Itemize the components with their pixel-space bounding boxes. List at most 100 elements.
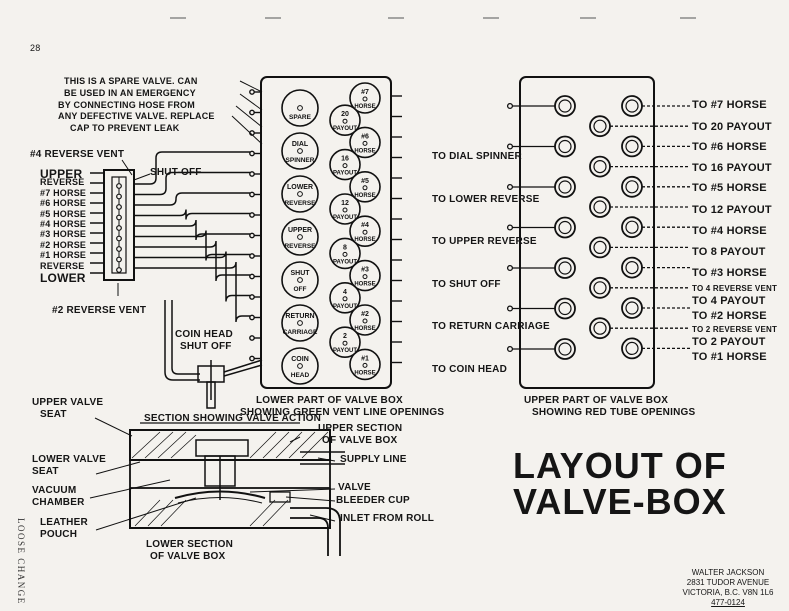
- lower-valve-box: [260, 76, 392, 389]
- lower-destination-5: TO COIN HEAD: [432, 363, 507, 375]
- lower-valve-right-hole-2: [362, 140, 368, 146]
- lower-left-port-13: [249, 355, 255, 362]
- shutoff-label-4: #5 HORSE: [40, 208, 87, 219]
- upper-destination-0: TO #7 HORSE: [692, 99, 767, 111]
- lower-valve-right-hole-6: [362, 229, 368, 235]
- lower-valve-right-4: [349, 171, 381, 203]
- lower-box-caption-line1: LOWER PART OF VALVE BOX: [256, 395, 403, 406]
- upper-section-line1: UPPER SECTION: [318, 423, 403, 434]
- upper-opening-left-inner-4: [558, 261, 572, 275]
- reverse-vent-4-label: #4 REVERSE VENT: [30, 149, 125, 160]
- supply-line-label: SUPPLY LINE: [340, 454, 407, 465]
- upper-destination-3: TO 16 PAYOUT: [692, 162, 772, 174]
- lower-valve-right-top-7: 8: [343, 244, 347, 251]
- shutoff-hose-6: [134, 240, 250, 282]
- lower-valve-left-bottom-3: REVERSE: [284, 243, 316, 250]
- upper-opening-left-1: [554, 135, 576, 158]
- lower-valve-right-bottom-7: PAYOUT: [333, 259, 357, 265]
- lower-valve-right-bottom-2: HORSE: [354, 148, 375, 154]
- upper-left-port-0: [506, 102, 514, 110]
- lower-valve-right-bottom-1: PAYOUT: [333, 126, 357, 132]
- shutoff-label-10: LOWER: [40, 271, 86, 285]
- shutoff-label-5: #4 HORSE: [40, 219, 87, 229]
- lower-valve-right-top-1: 20: [341, 111, 349, 118]
- upper-valve-openings: [554, 95, 643, 360]
- upper-left-port-2: [506, 183, 514, 191]
- shutoff-hose-4: [134, 219, 250, 241]
- upper-opening-left-inner-0: [558, 99, 572, 113]
- lower-valve-left-6: [281, 347, 319, 385]
- lower-valve-right-bottom-6: HORSE: [354, 237, 375, 243]
- upper-box-caption-line1: UPPER PART OF VALVE BOX: [524, 395, 669, 406]
- upper-destination-5: TO 12 PAYOUT: [692, 204, 772, 216]
- lower-box-caption-line2: SHOWING GREEN VENT LINE OPENINGS: [240, 407, 445, 418]
- lower-left-port-12: [249, 335, 255, 341]
- upper-destination-10: TO 4 PAYOUT: [692, 295, 766, 307]
- shutoff-hose-5: [134, 230, 250, 261]
- spare-valve-note-line3: BY CONNECTING HOSE FROM: [58, 100, 195, 110]
- lower-valve-left-hole-6: [297, 363, 303, 369]
- shutoff-hose-2: [134, 192, 250, 206]
- upper-opening-right-inner-4: [625, 180, 639, 194]
- shutoff-hose-3: [134, 209, 250, 220]
- lower-section-line1: LOWER SECTION: [146, 539, 234, 550]
- lower-valve-left-top-3: UPPER: [288, 227, 312, 234]
- upper-destination-11: TO #2 HORSE: [692, 310, 767, 322]
- lower-valve-left-hole-4: [297, 277, 303, 283]
- lower-valve-left-top-1: DIAL: [292, 141, 309, 148]
- upper-valve-seat-line1: UPPER VALVE: [32, 397, 104, 408]
- title-line2: VALVE-BOX: [513, 481, 727, 522]
- shutoff-port-6: [116, 246, 122, 252]
- upper-pipe-stubs: [506, 102, 690, 353]
- upper-opening-left-4: [554, 257, 576, 279]
- upper-opening-right-inner-5: [593, 200, 607, 214]
- upper-opening-right-0: [621, 95, 643, 117]
- lower-valve-left-3: [281, 218, 319, 256]
- spare-valve-note-line2: BE USED IN AN EMERGENCY: [64, 88, 196, 98]
- lower-valve-right-6: [349, 215, 381, 247]
- address-line4: 477-0124: [711, 598, 745, 607]
- upper-opening-right-1: [589, 115, 611, 138]
- section-heading: SECTION SHOWING VALVE ACTION: [144, 413, 322, 424]
- lower-valve-right-9: [329, 281, 361, 314]
- lower-valve-right-top-12: #1: [361, 355, 369, 362]
- coin-head-shutoff-line1: COIN HEAD: [175, 329, 233, 340]
- upper-opening-right-inner-10: [625, 301, 639, 315]
- lower-valve-seat-line1: LOWER VALVE: [32, 454, 107, 465]
- lower-left-port-10: [249, 294, 255, 300]
- lower-left-port-7: [249, 232, 255, 239]
- upper-opening-right-inner-6: [625, 220, 639, 234]
- lower-valve-right-hole-8: [362, 274, 368, 280]
- lower-valve-right-bottom-8: HORSE: [354, 282, 375, 288]
- leather-pouch-line2: POUCH: [40, 529, 78, 540]
- lower-valve-right-top-0: #7: [361, 89, 369, 96]
- shutoff-port-3: [116, 214, 122, 221]
- upper-left-port-3: [506, 224, 514, 231]
- upper-opening-right-inner-7: [593, 240, 607, 254]
- upper-left-port-4: [506, 264, 514, 272]
- upper-destination-12: TO 2 REVERSE VENT: [692, 325, 778, 334]
- upper-destination-9: TO 4 REVERSE VENT: [692, 284, 778, 293]
- upper-opening-right-3: [589, 155, 611, 178]
- upper-destination-4: TO #5 HORSE: [692, 182, 767, 194]
- lower-valve-right-2: [349, 126, 381, 159]
- page-number: 28: [30, 43, 41, 53]
- lower-valve-left-top-4: SHUT: [290, 270, 310, 277]
- lower-valve-right-7: [329, 237, 361, 270]
- valve-label: VALVE: [338, 482, 371, 493]
- upper-opening-left-0: [554, 95, 576, 117]
- shutoff-block: [103, 169, 135, 281]
- lower-valve-right-bottom-5: PAYOUT: [333, 215, 357, 221]
- lower-valve-left-hole-2: [297, 191, 303, 197]
- shutoff-label: SHUT-OFF: [150, 167, 202, 178]
- shutoff-hose-7: [134, 251, 250, 302]
- lower-valve-right-hole-9: [342, 296, 348, 302]
- shutoff-label-7: #2 HORSE: [40, 239, 87, 250]
- lower-valve-right-top-10: #2: [361, 311, 369, 318]
- upper-opening-right-inner-12: [625, 341, 639, 355]
- lower-valve-left-0: [281, 89, 319, 127]
- spare-valve-note-line1: THIS IS A SPARE VALVE. CAN: [64, 76, 198, 86]
- lower-valve-right-11: [329, 326, 361, 359]
- lower-left-port-6: [249, 212, 255, 218]
- upper-opening-right-inner-9: [593, 281, 607, 295]
